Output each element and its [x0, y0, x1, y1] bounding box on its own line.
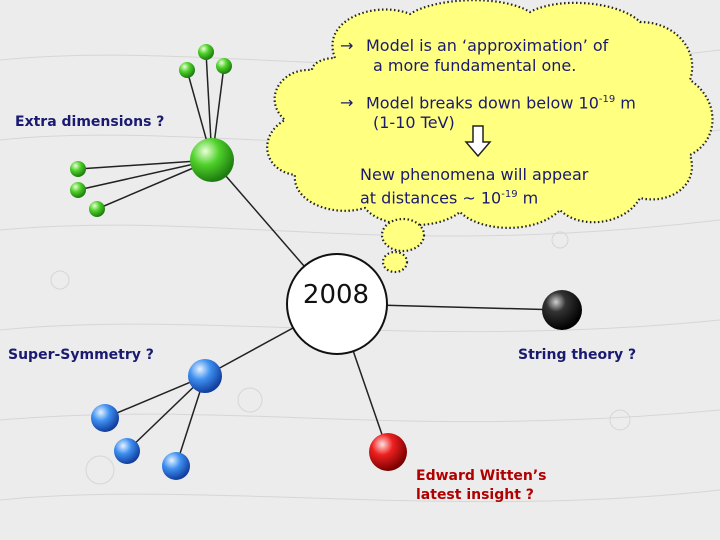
- blue-sphere-main: [188, 359, 222, 393]
- point1-line1: Model is an ‘approximation’ of: [366, 36, 609, 55]
- line-blue-sub1: [104, 375, 206, 419]
- center-node-2008: [286, 253, 388, 355]
- conclusion-line1: New phenomena will appear: [360, 165, 589, 184]
- green-sphere-main: [190, 138, 234, 182]
- blue-sphere-sub1: [91, 404, 119, 432]
- label-witten-line2: latest insight ?: [416, 487, 534, 503]
- center-year-label: 2008: [302, 280, 370, 310]
- bubble-tail-small: [381, 250, 409, 274]
- conclusion-unit: m: [517, 188, 539, 208]
- point2-line1-text: Model breaks down below 10: [366, 93, 599, 113]
- black-sphere: [542, 290, 582, 330]
- point2-unit: m: [615, 93, 636, 113]
- point1-line2: a more fundamental one.: [373, 56, 577, 75]
- bubble-point-1: → Model is an ‘approximation’ of a more f…: [340, 36, 608, 76]
- label-edward-witten: Edward Witten’s latest insight ?: [416, 467, 547, 505]
- bullet-arrow-icon: →: [340, 93, 354, 113]
- label-extra-dimensions: Extra dimensions ?: [15, 114, 165, 130]
- label-witten-line1: Edward Witten’s: [416, 468, 547, 484]
- bubble-cloud: [266, 0, 714, 229]
- conclusion-exponent: -19: [501, 189, 518, 200]
- label-string-theory: String theory ?: [518, 347, 637, 363]
- down-arrow-icon: [464, 125, 492, 158]
- blue-sphere-sub3: [162, 452, 190, 480]
- line-green-sub5: [77, 159, 213, 191]
- green-sphere-sub6: [89, 201, 105, 217]
- bubble-conclusion: New phenomena will appear at distances ~…: [360, 165, 588, 208]
- thought-bubble: [266, 0, 714, 274]
- conclusion-line2-text: at distances ~ 10: [360, 188, 502, 208]
- line-green-sub4: [77, 159, 213, 170]
- blue-sphere-sub2: [114, 438, 140, 464]
- bullet-arrow-icon: →: [340, 36, 354, 55]
- green-sphere-sub3: [216, 58, 232, 74]
- label-super-symmetry: Super-Symmetry ?: [8, 347, 154, 363]
- point2-exponent: -19: [598, 94, 616, 105]
- bubble-tail-large: [380, 217, 426, 253]
- line-blue-sub2: [126, 375, 206, 452]
- green-sphere-sub1: [179, 62, 195, 78]
- point2-line2: (1-10 TeV): [373, 113, 455, 133]
- green-sphere-sub4: [70, 161, 86, 177]
- red-sphere: [369, 433, 407, 471]
- bubble-point-2: → Model breaks down below 10-19 m (1-10 T…: [340, 90, 636, 133]
- green-sphere-sub5: [70, 182, 86, 198]
- green-sphere-sub2: [198, 44, 214, 60]
